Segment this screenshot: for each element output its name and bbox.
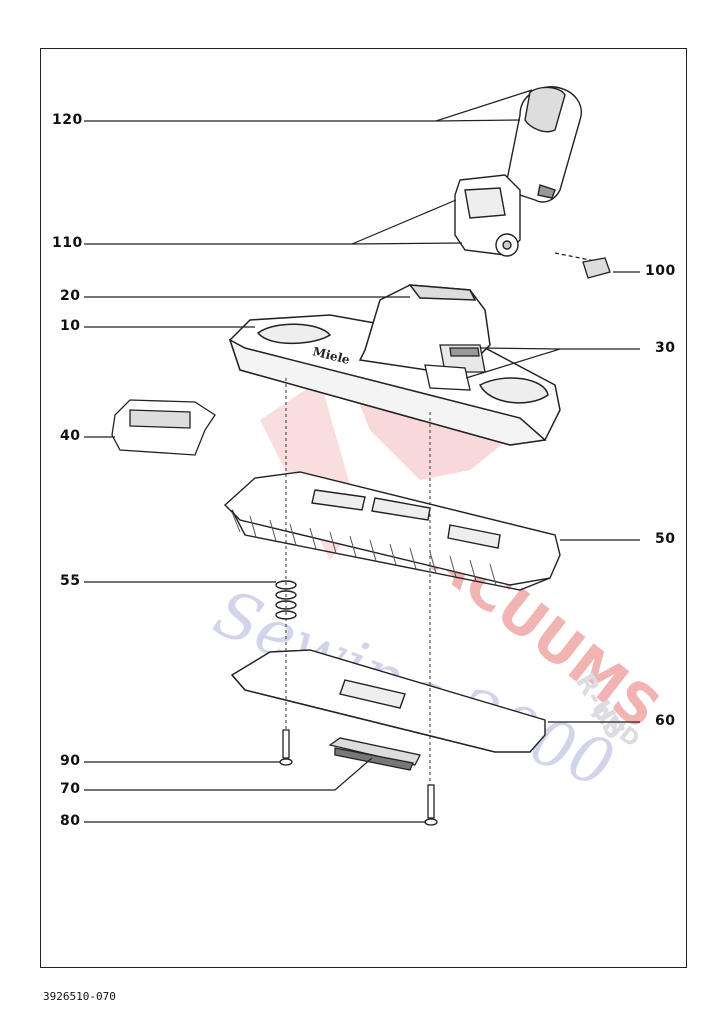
part-screw-short <box>279 729 293 766</box>
callout-label: 100 <box>645 263 676 279</box>
part-base-plate <box>230 649 546 753</box>
leader-lines <box>84 89 640 823</box>
callout-label: 50 <box>655 531 676 547</box>
callout-label: 110 <box>52 235 83 251</box>
part-brush-strip-plate <box>223 471 561 591</box>
callout-label: 70 <box>60 781 81 797</box>
document-number: 3926510-070 <box>43 990 116 1003</box>
callout-label: 90 <box>60 753 81 769</box>
callout-label: 60 <box>655 713 676 729</box>
callout-label: 55 <box>60 573 81 589</box>
part-brush-strip <box>328 737 421 771</box>
callout-label: 20 <box>60 288 81 304</box>
alignment-lines <box>285 378 431 785</box>
callout-label: 120 <box>52 112 83 128</box>
callout-label: 10 <box>60 318 81 334</box>
part-swivel-joint <box>454 174 521 257</box>
callout-label: 80 <box>60 813 81 829</box>
part-axle-pin <box>554 252 611 279</box>
part-hose-connector <box>504 86 582 203</box>
part-clip <box>111 399 216 456</box>
part-switch <box>424 344 486 391</box>
diagram-frame <box>40 48 687 968</box>
callout-label: 30 <box>655 340 676 356</box>
callout-label: 40 <box>60 428 81 444</box>
